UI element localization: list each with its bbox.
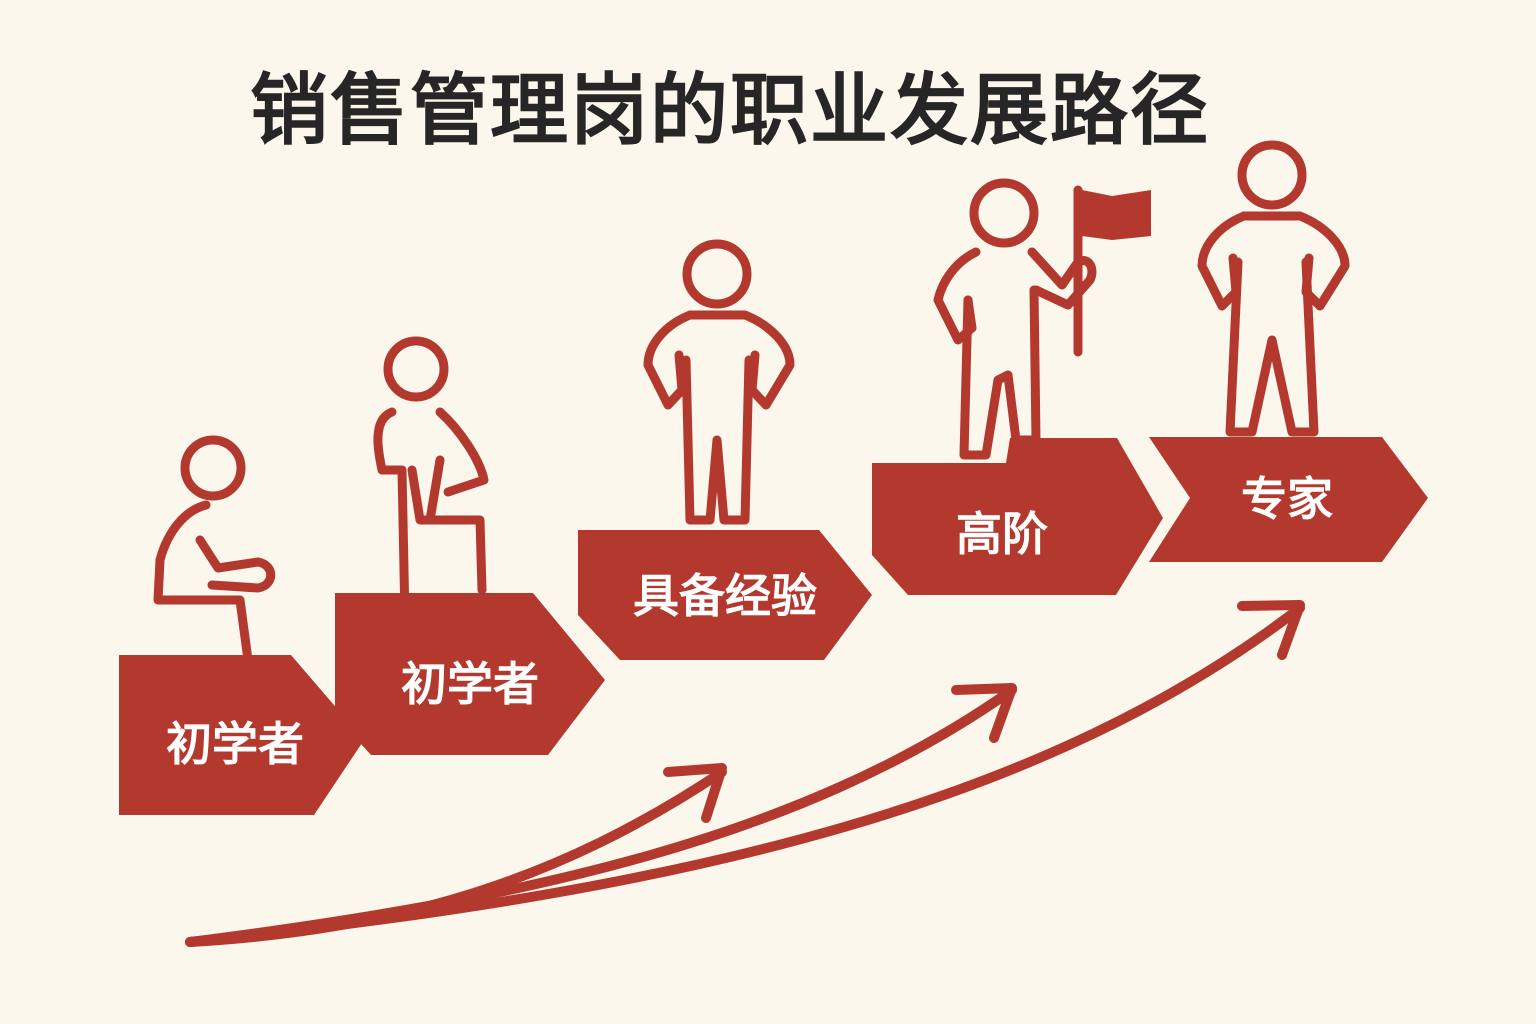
step-3: 具备经验 [578, 239, 872, 660]
person-with-flag-icon [933, 178, 1097, 460]
standing-person-icon [643, 239, 795, 525]
standing-person-icon [1197, 140, 1350, 437]
step-3-label: 具备经验 [633, 569, 817, 623]
step-2-label: 初学者 [401, 657, 539, 711]
step-5-block [1149, 437, 1428, 562]
step-2: 初学者 [335, 336, 605, 755]
sitting-person-icon [153, 435, 276, 665]
diagram-title: 销售管理岗的职业发展路径 [249, 66, 1210, 156]
step-4-block [872, 438, 1163, 595]
step-4: 高阶 [872, 178, 1163, 595]
step-4-label: 高阶 [956, 507, 1048, 561]
step-1: 初学者 [119, 435, 364, 815]
step-3-block [578, 530, 872, 660]
growth-arrow-long [185, 600, 1305, 947]
step-2-block [335, 593, 605, 755]
growth-arrows [185, 600, 1305, 947]
flag-icon [1082, 190, 1151, 240]
step-1-label: 初学者 [166, 717, 304, 771]
step-5: 专家 [1149, 140, 1428, 562]
stepping-person-icon [373, 336, 489, 625]
step-5-label: 专家 [1241, 472, 1333, 526]
step-1-block [119, 655, 364, 815]
